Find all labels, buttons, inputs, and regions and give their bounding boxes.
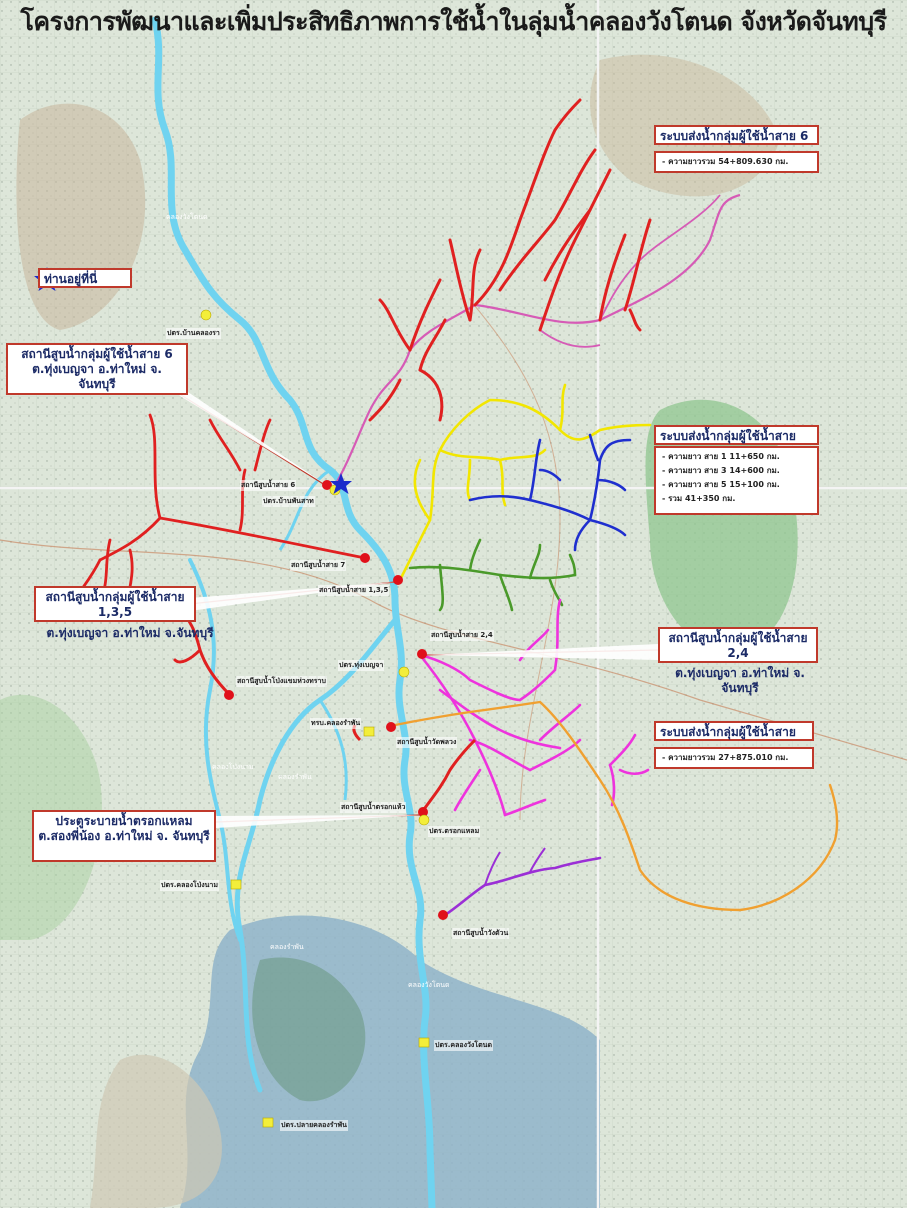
water-gates [200, 309, 430, 1128]
point-label: สถานีสูบน้ำโป่งแขมห่วงทราบ [236, 676, 327, 687]
river-label: คลองวังโตนด [166, 213, 208, 221]
gate-marker [363, 726, 375, 737]
gate-marker [418, 1037, 430, 1048]
legend-item: - รวม 41+350 กม. [662, 494, 736, 503]
point-label: ทรบ.คลองรำพัน [310, 718, 362, 729]
point-label: ปตร.ปลายคลองรำพัน [280, 1120, 348, 1131]
pump-stations [224, 480, 448, 920]
legend-item: - ความยาว สาย 3 14+600 กม. [662, 466, 780, 475]
coastal-land [90, 1054, 222, 1208]
point-label: ปตร.ตรอกแหลม [428, 826, 481, 837]
line3-blue [468, 433, 632, 552]
river-branch [318, 699, 348, 801]
station-marker [417, 649, 427, 659]
point-label: ปตร.บ้านพันสาท [262, 496, 315, 507]
station6-star-icon [330, 473, 352, 494]
river-label: คลองรำพัน [278, 773, 312, 781]
callout-wedge [170, 380, 325, 484]
point-label: ปตร.คลองวังโตนด [434, 1040, 493, 1051]
callout-wedge [216, 815, 420, 828]
road [469, 299, 561, 821]
legend-item: - ความยาวรวม 54+809.630 กม. [662, 157, 789, 166]
river-label: คลองวังโตนด [408, 981, 450, 989]
station-marker [224, 690, 234, 700]
point-label: สถานีสูบน้ำตรอกแห้ว [340, 802, 407, 813]
line-purple-branch [529, 847, 546, 873]
station-marker [438, 910, 448, 920]
river-label: คลองรำพัน [270, 943, 304, 951]
line-purple [443, 856, 602, 917]
gate-marker [230, 879, 242, 890]
line6-pink-branch [539, 329, 601, 348]
you-are-here-label: ท่านอยู่ที่นี่ [38, 268, 132, 288]
red-trunk-south [418, 738, 477, 816]
line-purple-branch [484, 851, 501, 886]
callout-station135: สถานีสูบน้ำกลุ่มผู้ใช้น้ำสาย 1,3,5 [34, 586, 196, 622]
map-title: โครงการพัฒนาและเพิ่มประสิทธิภาพการใช้น้ำ… [20, 7, 887, 36]
callout-wedge [425, 644, 658, 660]
line6-pink-trunk [334, 193, 741, 486]
river-wang-tanot [151, 16, 436, 1208]
point-label: สถานีสูบน้ำสาย 7 [290, 560, 347, 571]
callout-station6: สถานีสูบน้ำกลุ่มผู้ใช้น้ำสาย 6 ต.ทุ่งเบญ… [6, 343, 188, 395]
point-label: สถานีสูบน้ำวัดพลวง [396, 737, 458, 748]
legend-line6-items: - ความยาวรวม 54+809.630 กม. [654, 151, 819, 173]
station-marker [360, 553, 370, 563]
legend-item: - ความยาวรวม 27+875.010 กม. [662, 753, 789, 762]
point-label: ปตร.ทุ่งเบญจา [338, 660, 385, 671]
legend-item: - ความยาว สาย 1 11+650 กม. [662, 452, 780, 461]
station-marker [386, 722, 396, 732]
point-label: สถานีสูบน้ำสาย 1,3,5 [318, 585, 390, 596]
point-label: ปตร.คลองโป่งนาม [160, 880, 219, 891]
river-label: คลองโป่งนาม [212, 763, 254, 771]
station-marker [418, 807, 428, 817]
mangrove [252, 957, 366, 1102]
legend-lines135-items: - ความยาว สาย 1 11+650 กม. - ความยาว สาย… [654, 446, 819, 515]
gate-marker [418, 814, 430, 826]
line1-yellow [398, 383, 652, 582]
line7-red [73, 413, 367, 602]
line5-green [408, 538, 577, 612]
gate-marker [200, 309, 212, 321]
legend-lines24-items: - ความยาวรวม 27+875.010 กม. [654, 747, 814, 769]
legend-line6-title: ระบบส่งน้ำกลุ่มผู้ใช้น้ำสาย 6 [654, 125, 819, 145]
line24-magenta [418, 598, 650, 817]
point-label: สถานีสูบน้ำวังตัวน [452, 928, 510, 939]
callout-station24: สถานีสูบน้ำกลุ่มผู้ใช้น้ำสาย 2,4 [658, 627, 818, 663]
gate-marker [398, 666, 410, 678]
point-label: สถานีสูบน้ำสาย 2,4 [430, 630, 494, 641]
line6-red-branches [368, 98, 652, 422]
legend-lines24-title: ระบบส่งน้ำกลุ่มผู้ใช้น้ำสาย [654, 721, 814, 741]
point-label: สถานีสูบน้ำสาย 6 [240, 480, 297, 491]
river-pongnam [188, 558, 242, 942]
gate-marker [262, 1117, 274, 1128]
river-rampan [234, 617, 398, 1093]
callout-station24-location: ต.ทุ่งเบญจา อ.ท่าใหม่ จ. จันทบุรี [675, 666, 805, 695]
legend-lines135-title: ระบบส่งน้ำกลุ่มผู้ใช้น้ำสาย [654, 425, 819, 445]
point-label: ปตร.บ้านคลองรา [166, 328, 221, 339]
callout-station135-location: ต.ทุ่งเบญจา อ.ท่าใหม่ จ.จันทบุรี [46, 626, 214, 640]
callout-floodgate: ประตูระบายน้ำตรอกแหลม ต.สองพี่น้อง อ.ท่า… [32, 810, 216, 862]
line24-orange [393, 700, 839, 912]
legend-item: - ความยาว สาย 5 15+100 กม. [662, 480, 780, 489]
station-marker [393, 575, 403, 585]
station-marker [322, 480, 332, 490]
